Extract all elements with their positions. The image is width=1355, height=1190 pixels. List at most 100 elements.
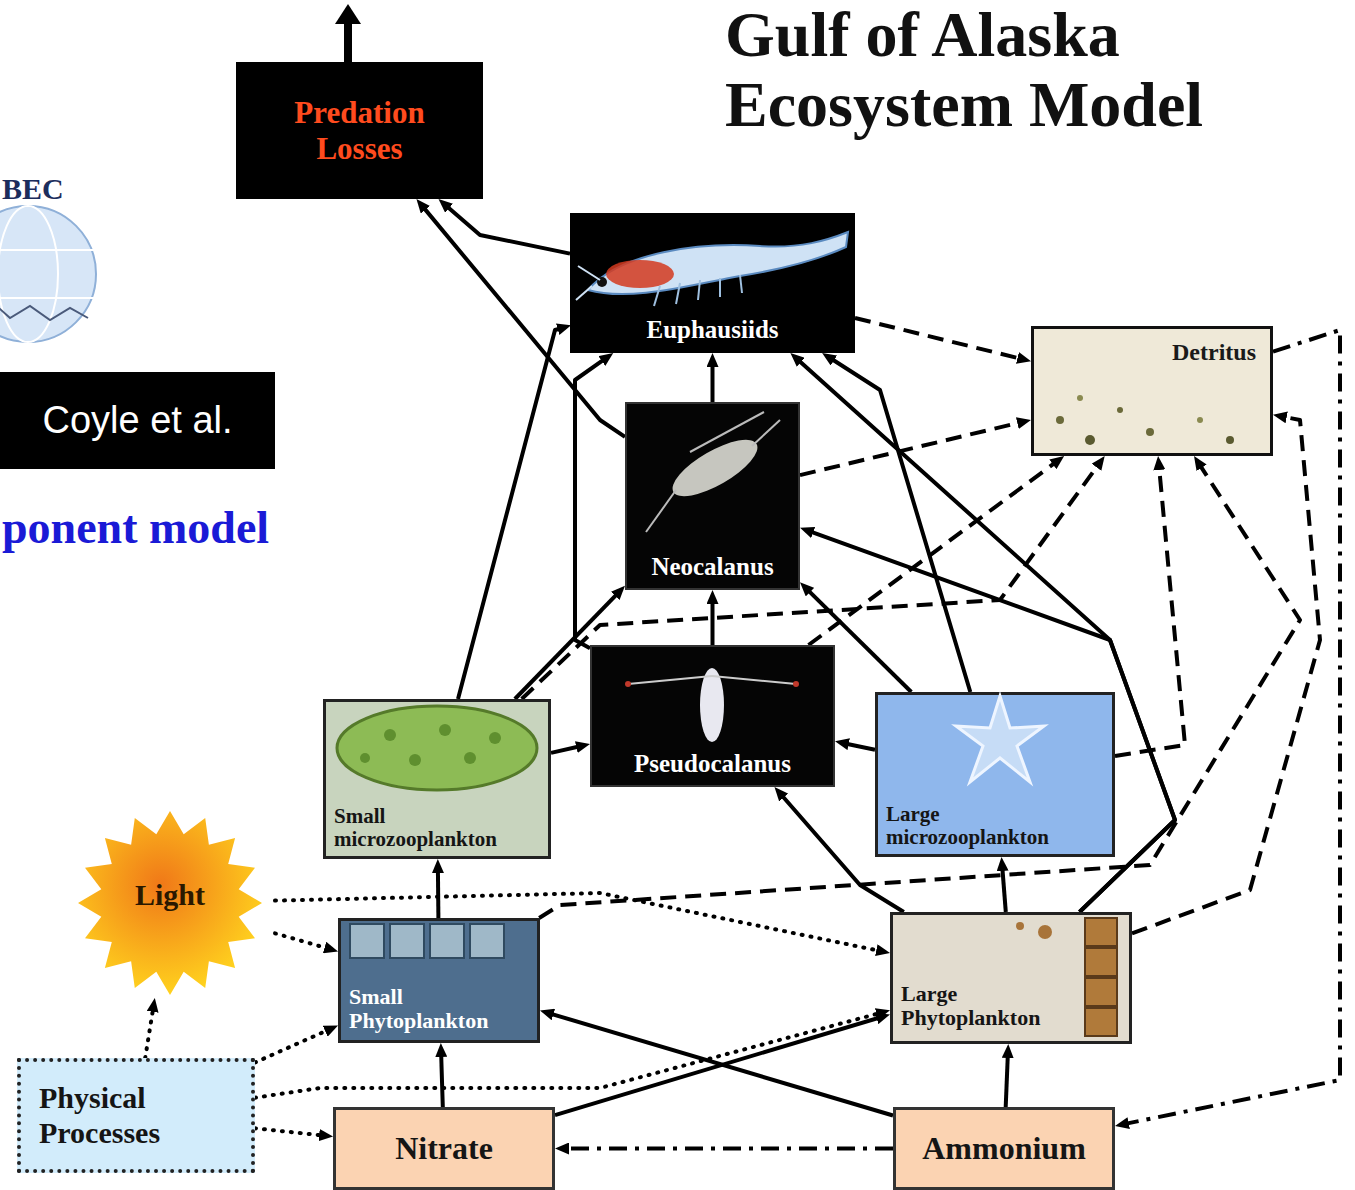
node-label: Nitrate [395, 1130, 493, 1167]
sun-node: Light [65, 808, 275, 998]
small-diatom-illustration [350, 924, 384, 958]
large-diatom-illustration [1085, 918, 1117, 946]
connector [1006, 1053, 1008, 1107]
small-diatom-illustration [390, 924, 424, 958]
organism-box: Neocalanus [625, 402, 800, 590]
node-label: Large Phytoplankton [901, 982, 1071, 1031]
large-diatom-illustration [1038, 925, 1052, 939]
small-diatom-illustration [430, 924, 464, 958]
detritus-specks [1117, 407, 1123, 413]
node-label: Neocalanus [651, 553, 773, 582]
krill-illustration [654, 286, 660, 306]
predation-outflow-arrow [344, 22, 352, 62]
sink-box: Predation Losses [236, 62, 483, 199]
dinoflagellate-illustration [956, 696, 1044, 782]
connector [255, 1029, 330, 1062]
logo-globe [0, 297, 96, 299]
node-label: Pseudocalanus [634, 750, 791, 779]
connector [1002, 866, 1006, 912]
krill-illustration [606, 260, 674, 288]
small-diatom-illustration [350, 924, 504, 958]
large-diatom-illustration [1085, 948, 1117, 976]
logo-text: BEC [2, 172, 64, 205]
node-label: Physical Processes [39, 1081, 233, 1150]
credit-box: Coyle et al. [0, 372, 275, 469]
node-label: Ammonium [922, 1130, 1086, 1167]
forcing-box: Physical Processes [17, 1058, 255, 1173]
connector [809, 531, 1176, 912]
detritus-specks [1077, 395, 1083, 401]
krill-illustration [588, 232, 848, 294]
node-label: Euphausiids [646, 316, 778, 345]
connector [549, 1013, 893, 1115]
detritus-specks [1056, 416, 1064, 424]
krill-illustration [740, 275, 742, 293]
connector [551, 746, 581, 753]
neocalanus-illustration [646, 490, 676, 532]
krill-illustration [698, 280, 700, 300]
connector [564, 1147, 893, 1151]
logo-globe [0, 206, 96, 342]
node-label: Detritus [1172, 339, 1256, 367]
detritus-specks [1085, 435, 1095, 445]
pseudocalanus-illustration [625, 681, 631, 687]
krill-illustration [719, 278, 721, 297]
predation-outflow-arrow [335, 4, 361, 24]
connector [436, 868, 441, 918]
ciliate-illustration [384, 729, 396, 741]
connector [711, 362, 715, 402]
neocalanus-illustration [646, 412, 780, 532]
krill-illustration [676, 283, 680, 304]
pseudocalanus-illustration [625, 668, 799, 742]
connector [711, 599, 715, 645]
detritus-specks [1056, 395, 1234, 445]
connector [575, 358, 606, 648]
detritus-specks [1226, 436, 1234, 444]
neocalanus-illustration [665, 429, 765, 506]
ciliate-illustration [360, 753, 370, 763]
node-label: Large microzooplankton [886, 803, 1104, 850]
neocalanus-illustration [752, 420, 780, 446]
logo-globe [0, 206, 58, 342]
connector [1115, 465, 1185, 756]
ciliate-illustration [337, 706, 537, 790]
connector [145, 1007, 153, 1058]
connector [555, 1017, 881, 1115]
nutrient-box: Ammonium [893, 1107, 1115, 1190]
ciliate-illustration [489, 732, 501, 744]
connector [844, 743, 875, 750]
connector [441, 1052, 443, 1107]
sun-shape [78, 811, 262, 995]
connector [1132, 416, 1320, 933]
logo-globe [0, 206, 96, 342]
logo-globe [0, 300, 88, 320]
ciliate-illustration [409, 754, 421, 766]
ciliate-illustration [464, 752, 476, 764]
subtitle-fragment: ponent model [2, 503, 269, 554]
pool-box: Detritus [1031, 326, 1273, 456]
detritus-specks [1146, 428, 1154, 436]
logo-globe [0, 249, 96, 251]
diagram-title: Gulf of Alaska Ecosystem Model [725, 0, 1325, 141]
large-diatom-illustration [1016, 918, 1117, 1036]
small-diatom-illustration [470, 924, 504, 958]
connector [855, 318, 1022, 359]
node-label: Coyle et al. [42, 399, 232, 443]
node-label: Predation Losses [260, 95, 460, 166]
pseudocalanus-illustration [700, 668, 724, 742]
node-label: Light [135, 878, 205, 913]
connector [255, 1128, 324, 1135]
large-diatom-illustration [1085, 1008, 1117, 1036]
large-diatom-illustration [1085, 978, 1117, 1006]
large-diatom-illustration [1016, 922, 1024, 930]
connector [458, 328, 563, 699]
krill-illustration [576, 286, 592, 300]
predation-outflow-arrow [335, 4, 361, 62]
pseudocalanus-illustration [793, 681, 799, 687]
pseudocalanus-illustration [628, 676, 712, 684]
ciliate-illustration [337, 706, 537, 790]
connector [809, 461, 1057, 645]
